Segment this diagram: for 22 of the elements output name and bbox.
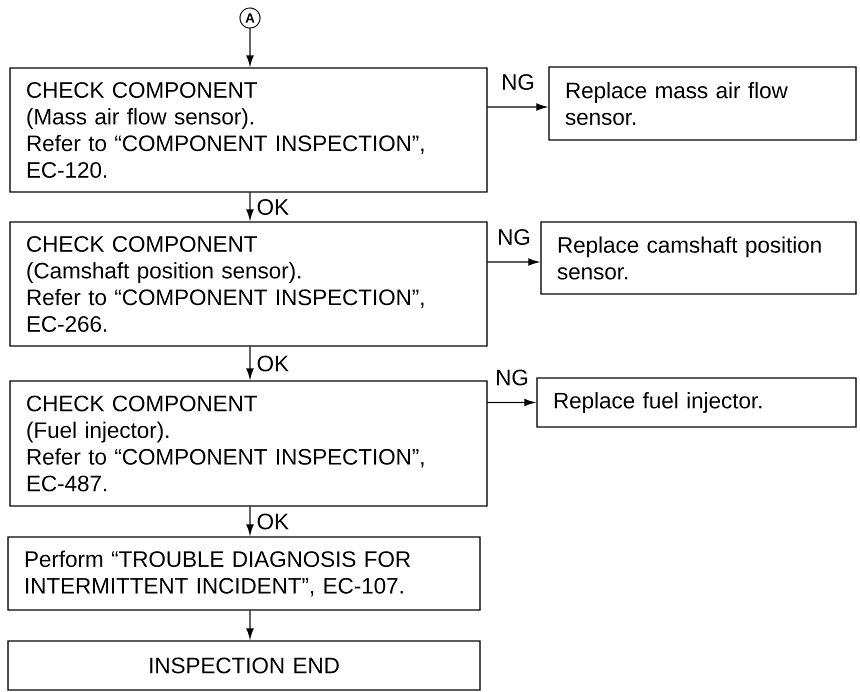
action-box: Replace mass air flow sensor. bbox=[548, 66, 857, 141]
arrow bbox=[246, 610, 254, 638]
arrow bbox=[246, 506, 254, 534]
process-box: CHECK COMPONENT (Mass air flow sensor). Refer to “COMPONENT INSPECTION”, EC-120. bbox=[9, 67, 488, 193]
process-box: Perform “TROUBLE DIAGNOSIS FOR INTERMITTENT INCIDENT”, EC-107. bbox=[7, 536, 481, 611]
edge-label: NG bbox=[503, 74, 534, 90]
edge-label: OK bbox=[258, 199, 289, 215]
arrow bbox=[488, 258, 538, 266]
arrow bbox=[246, 28, 254, 66]
process-box: CHECK COMPONENT (Fuel injector). Refer to “COMPONENT INSPECTION”, EC-487. bbox=[9, 380, 488, 507]
action-box: Replace camshaft position sensor. bbox=[540, 221, 857, 295]
action-box: Replace fuel injector. bbox=[536, 377, 857, 428]
arrow bbox=[488, 103, 546, 111]
edge-label: NG bbox=[499, 229, 530, 245]
arrow bbox=[246, 192, 254, 220]
edge-label: NG bbox=[497, 370, 528, 386]
edge-label: OK bbox=[258, 514, 289, 530]
arrow bbox=[488, 398, 534, 406]
end-box: INSPECTION END bbox=[7, 640, 481, 691]
process-box: CHECK COMPONENT (Camshaft position sensor). Refer to “COMPONENT INSPECTION”, EC-266. bbox=[9, 221, 488, 347]
arrow bbox=[246, 346, 254, 378]
edge-label: OK bbox=[258, 356, 289, 372]
